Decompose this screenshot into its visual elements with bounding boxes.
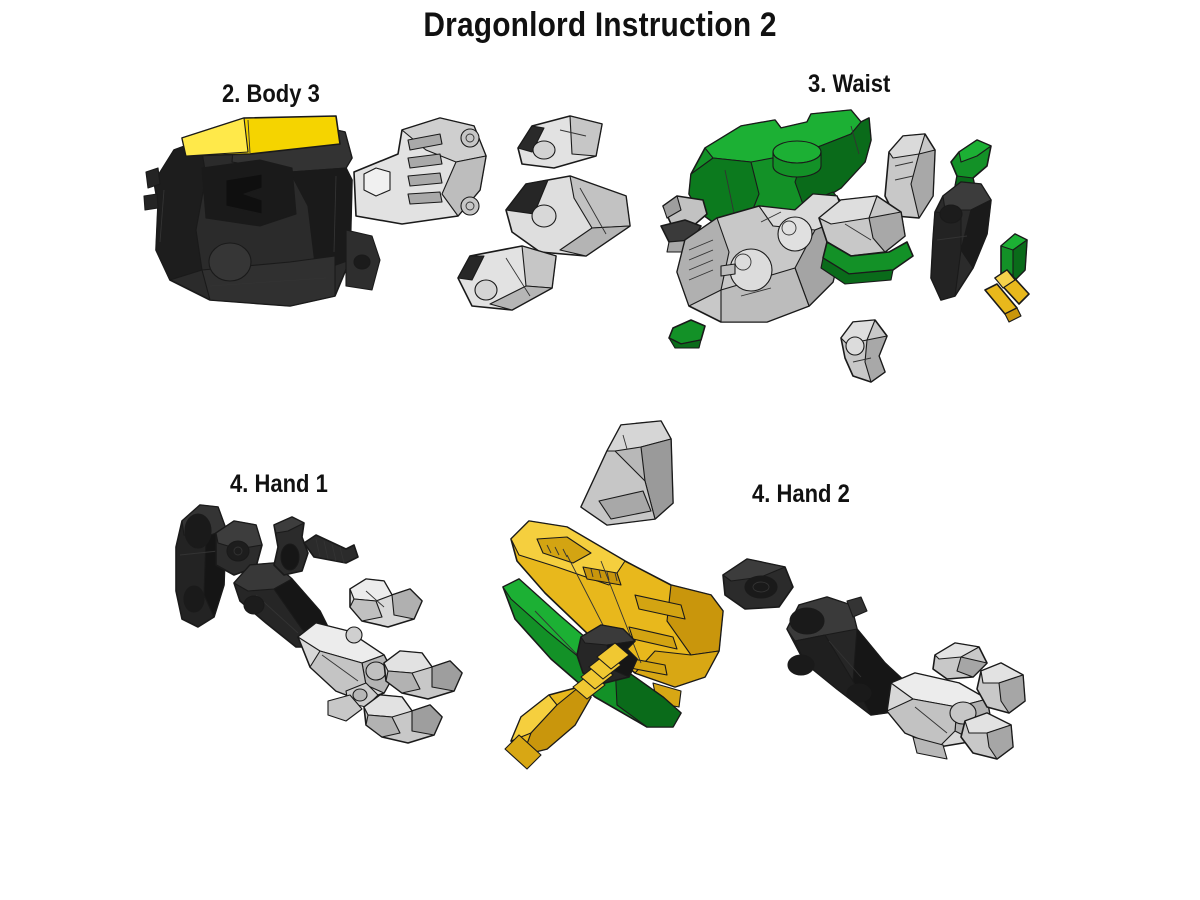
part-armor-plate-large bbox=[353, 117, 487, 225]
part-waist-bracket-right bbox=[818, 195, 914, 285]
part-armor-plate-upper bbox=[517, 115, 603, 169]
part-grey-bracket bbox=[580, 420, 674, 526]
page-title: Dragonlord Instruction 2 bbox=[423, 6, 777, 44]
part-waist-gold-rod bbox=[984, 269, 1030, 323]
part-gold-screw-piston bbox=[504, 642, 630, 770]
part-armor-plate-lower bbox=[457, 245, 557, 311]
part-waist-green-chip bbox=[668, 319, 706, 349]
section-label-body3: 2. Body 3 bbox=[222, 80, 320, 108]
part-waist-foot-bracket bbox=[840, 319, 888, 383]
part-right-hand-claw bbox=[886, 642, 1026, 760]
part-group-body3 bbox=[140, 110, 640, 330]
section-label-waist: 3. Waist bbox=[808, 70, 891, 98]
part-waist-black-wedge bbox=[930, 181, 992, 301]
part-group-hand1 bbox=[170, 495, 490, 745]
part-forearm bbox=[297, 622, 395, 722]
part-upper-arm bbox=[233, 562, 331, 648]
part-group-waist bbox=[655, 100, 1075, 400]
part-elbow-pin bbox=[215, 520, 263, 576]
section-label-hand2: 4. Hand 2 bbox=[752, 480, 850, 508]
part-armor-plate-mid bbox=[505, 175, 631, 257]
part-group-hand2 bbox=[495, 415, 1055, 775]
part-claw-finger-lower bbox=[363, 694, 443, 744]
part-body-core-block bbox=[143, 115, 381, 307]
part-waist-pillar bbox=[884, 133, 936, 219]
part-black-pad bbox=[722, 558, 794, 610]
part-gold-wing-blade bbox=[510, 520, 724, 708]
part-pin-screw bbox=[273, 516, 359, 576]
part-right-upper-arm bbox=[786, 596, 912, 716]
section-label-hand1: 4. Hand 1 bbox=[230, 470, 328, 498]
part-claw-finger-upper bbox=[349, 578, 423, 628]
part-claw-finger-mid bbox=[383, 650, 463, 700]
part-body-yellow-panel bbox=[181, 115, 341, 157]
